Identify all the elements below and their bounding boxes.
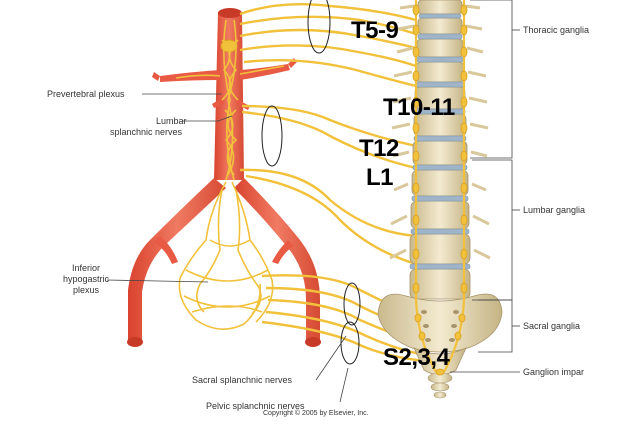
ganglia (412, 4, 468, 376)
label-inferior-2: hypogastric (62, 274, 110, 284)
highlight-ellipses (261, 0, 361, 365)
label-ganglion-impar: Ganglion impar (523, 367, 585, 377)
label-inferior-1: Inferior (71, 263, 100, 273)
label-lumbar-2: splanchnic nerves (109, 127, 182, 137)
label-inferior-3: plexus (72, 285, 99, 295)
label-prevertebral-plexus: Prevertebral plexus (47, 89, 125, 99)
label-copyright: Copyright © 2005 by Elsevier, Inc. (263, 410, 369, 417)
label-lumbar-1: Lumbar (156, 116, 187, 126)
vertebral-column (377, 0, 503, 399)
label-thoracic-ganglia: Thoracic ganglia (523, 25, 590, 35)
level-s2-3-4: S2,3,4 (383, 344, 450, 371)
label-lumbar-ganglia: Lumbar ganglia (523, 205, 586, 215)
level-l1: L1 (366, 164, 394, 191)
leader-lines (106, 0, 520, 403)
label-pelvic-splanchnic: Pelvic splanchnic nerves (206, 401, 305, 411)
prevertebral-plexus-nerves (175, 19, 285, 330)
label-sacral-ganglia: Sacral ganglia (523, 321, 581, 331)
level-t10-11: T10-11 (383, 94, 455, 121)
level-t12: T12 (359, 135, 399, 162)
level-t5-9: T5-9 (351, 17, 399, 44)
label-sacral-splanchnic: Sacral splanchnic nerves (192, 375, 293, 385)
